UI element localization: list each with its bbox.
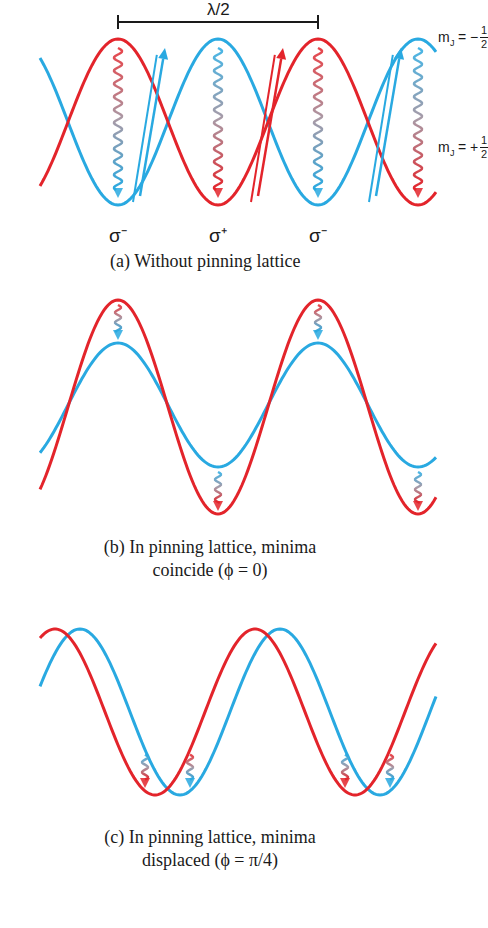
arrow-head xyxy=(413,188,423,198)
emission-arrow xyxy=(413,48,423,198)
emission-arrow xyxy=(313,305,323,340)
arrow-shaft xyxy=(369,55,393,202)
equals-sign: = + xyxy=(458,140,478,154)
wavy-shaft xyxy=(114,48,122,190)
potential-curve xyxy=(40,300,436,514)
bracket-tick xyxy=(117,15,119,29)
emission-arrow xyxy=(113,305,123,340)
pumping-arrow xyxy=(369,48,404,202)
subscript: J xyxy=(450,149,455,158)
arrow-head xyxy=(394,48,404,60)
arrow-head xyxy=(158,48,168,60)
pumping-arrow xyxy=(251,48,286,202)
wavy-shaft xyxy=(314,48,322,190)
arrow-head xyxy=(213,188,223,198)
arrow-shaft xyxy=(133,55,157,202)
wavy-shaft xyxy=(187,755,193,780)
panel-caption: (b) In pinning lattice, minima coincide … xyxy=(80,536,340,583)
arrow-head xyxy=(385,778,395,788)
arrow-shaft xyxy=(251,55,275,202)
bracket-line xyxy=(118,21,318,23)
arrow-head xyxy=(313,188,323,198)
potential-curve xyxy=(40,39,436,205)
wavy-shaft xyxy=(415,472,421,503)
fraction-denominator: 2 xyxy=(480,149,488,160)
arrow-head xyxy=(113,188,123,198)
wavy-shaft xyxy=(215,472,221,503)
arrow-head xyxy=(113,330,123,340)
emission-arrow xyxy=(340,755,350,788)
wavy-shaft xyxy=(115,305,121,332)
wavy-shaft xyxy=(315,305,321,332)
quantum-number-symbol: m xyxy=(438,140,450,154)
emission-arrow xyxy=(213,48,223,198)
arrow-head xyxy=(276,48,286,60)
arrow-shaft xyxy=(376,59,399,196)
wavy-shaft xyxy=(342,755,348,780)
arrow-head xyxy=(213,501,223,511)
arrow-head xyxy=(185,778,195,788)
panel-caption: (a) Without pinning lattice xyxy=(110,252,300,270)
polarization-label: σ⁺ xyxy=(209,226,227,245)
arrow-head xyxy=(140,778,150,788)
emission-arrow xyxy=(313,48,323,198)
fraction-numerator: 1 xyxy=(480,25,488,38)
panel-caption: (c) In pinning lattice, minima displaced… xyxy=(80,826,340,873)
emission-arrow xyxy=(140,755,150,788)
polarization-label: σ⁻ xyxy=(309,226,327,245)
quantum-number-symbol: m xyxy=(438,30,450,44)
fraction-numerator: 1 xyxy=(480,135,488,148)
emission-arrow xyxy=(413,472,423,511)
potential-curve xyxy=(40,343,436,467)
emission-arrow xyxy=(213,472,223,511)
emission-arrow xyxy=(113,48,123,198)
potential-curve xyxy=(40,629,436,795)
potential-curve xyxy=(40,39,436,205)
subscript: J xyxy=(450,39,455,48)
pumping-arrow xyxy=(133,48,168,202)
polarization-label: σ⁻ xyxy=(109,226,127,245)
fraction-denominator: 2 xyxy=(480,39,488,50)
emission-arrow xyxy=(185,755,195,788)
wavy-shaft xyxy=(142,755,148,780)
arrow-head xyxy=(413,501,423,511)
bracket-tick xyxy=(317,15,319,29)
equals-sign: = − xyxy=(458,30,478,44)
arrow-shaft xyxy=(140,59,163,196)
arrow-head xyxy=(340,778,350,788)
wavy-shaft xyxy=(214,48,222,190)
emission-arrow xyxy=(385,755,395,788)
wavy-shaft xyxy=(387,755,393,780)
wavelength-label: λ/2 xyxy=(207,1,230,18)
wavy-shaft xyxy=(414,48,422,190)
arrow-shaft xyxy=(258,59,281,196)
arrow-head xyxy=(313,330,323,340)
potential-curve xyxy=(40,629,436,795)
